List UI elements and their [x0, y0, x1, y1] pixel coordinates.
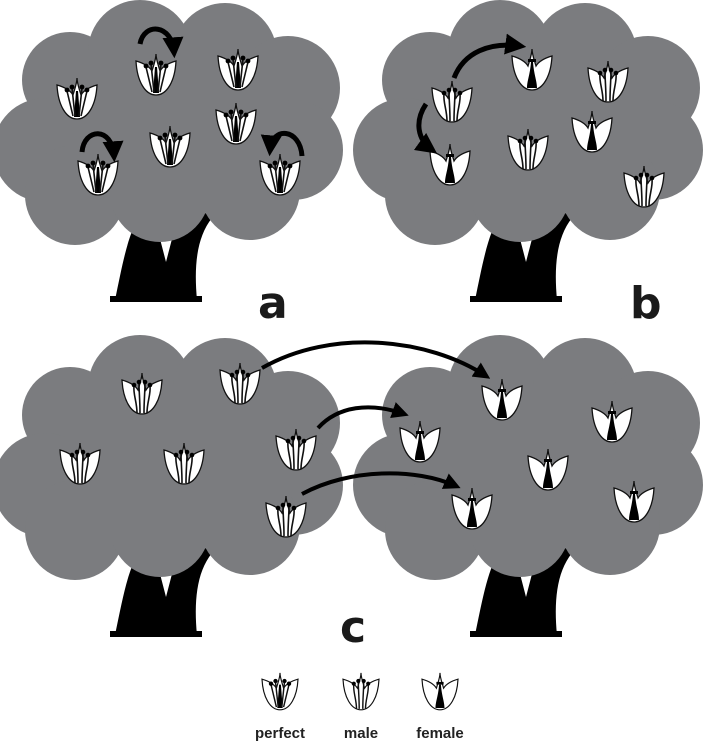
pollination-arrow-icon [79, 131, 124, 163]
legend-label-male: male [344, 725, 378, 742]
pollination-arrow-icon [451, 33, 527, 79]
pollination-arrow-icon [301, 471, 461, 496]
panel-label-c: c [340, 602, 366, 653]
panel-b-tree: b [353, 0, 703, 329]
flower-male-icon [343, 673, 379, 710]
tree-icon [353, 335, 703, 637]
pollination-arrow-icon [137, 26, 184, 59]
pollination-arrow-icon [316, 402, 409, 430]
panel-c-right-tree [353, 335, 703, 637]
pollination-arrow-icon [413, 102, 438, 154]
pollination-arrow-icon [260, 130, 305, 157]
panel-label-a: a [258, 278, 288, 329]
flower-female-icon [422, 673, 458, 710]
pollination-arrow-icon [261, 340, 491, 379]
panel-c-left-tree [0, 335, 343, 637]
legend-label-perfect: perfect [255, 725, 305, 742]
panel-a-tree: a [0, 0, 343, 329]
panel-label-b: b [630, 278, 662, 329]
tree-icon [0, 335, 343, 637]
legend-label-female: female [416, 725, 464, 742]
flower-perfect-icon [262, 673, 298, 710]
legend: perfect male female [255, 673, 464, 742]
